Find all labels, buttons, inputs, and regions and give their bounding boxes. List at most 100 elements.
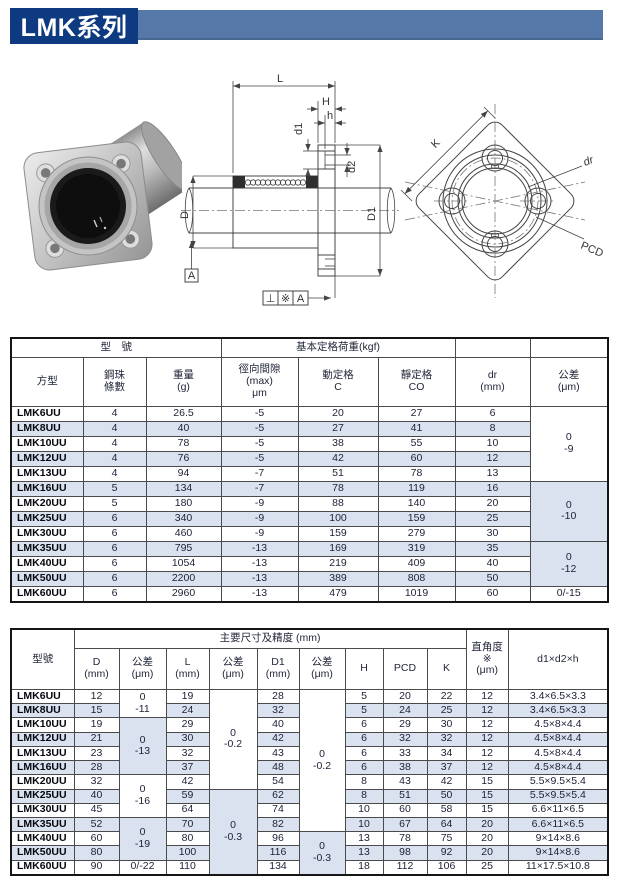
value-cell: 30 bbox=[426, 717, 467, 733]
value-cell: 279 bbox=[377, 525, 456, 542]
value-cell: 38 bbox=[382, 760, 428, 776]
value-cell: 33 bbox=[382, 745, 428, 762]
model-cell: LMK30UU bbox=[10, 802, 75, 818]
value-cell: 29 bbox=[382, 717, 428, 733]
value-cell: 10 bbox=[454, 435, 531, 452]
header-cell: 直角度 ※ (μm) bbox=[465, 628, 509, 690]
value-cell: 6 bbox=[82, 540, 147, 557]
value-cell: 94 bbox=[145, 465, 222, 482]
bearing-bore bbox=[38, 156, 138, 256]
shaft bbox=[184, 187, 396, 234]
value-cell: 12 bbox=[73, 688, 120, 705]
value-cell: 20 bbox=[465, 816, 509, 833]
header-cell: 公差 (μm) bbox=[208, 648, 258, 690]
value-cell: 75 bbox=[426, 831, 467, 847]
value-cell: 45 bbox=[73, 802, 120, 818]
dim-label-h: h bbox=[327, 110, 333, 122]
model-cell: LMK25UU bbox=[10, 788, 75, 804]
value-cell: 2960 bbox=[145, 585, 222, 603]
value-cell: 6 bbox=[82, 555, 147, 572]
tolerance-cell: 0/-22 bbox=[118, 859, 167, 876]
value-cell: 180 bbox=[145, 495, 222, 512]
value-cell: 389 bbox=[297, 570, 379, 587]
model-cell: LMK60UU bbox=[10, 585, 84, 603]
value-cell: 4.5×8×4.4 bbox=[507, 760, 609, 776]
dim-label-dr: dr bbox=[582, 154, 597, 169]
leader-PCD: PCD bbox=[535, 216, 605, 260]
value-cell: -7 bbox=[220, 465, 299, 482]
tolerance-cell: 0 -10 bbox=[529, 480, 609, 542]
tolerance-cell: 0 -11 bbox=[118, 688, 167, 719]
value-cell: 12 bbox=[465, 717, 509, 733]
value-cell: 21 bbox=[73, 731, 120, 747]
value-cell: 23 bbox=[73, 745, 120, 762]
tolerance-cell: 0 -19 bbox=[118, 816, 167, 861]
value-cell: 24 bbox=[382, 703, 428, 719]
value-cell: 4.5×8×4.4 bbox=[507, 745, 609, 762]
value-cell: 32 bbox=[382, 731, 428, 747]
value-cell: 9×14×8.6 bbox=[507, 831, 609, 847]
value-cell: 88 bbox=[297, 495, 379, 512]
header-cell: d1×d2×h bbox=[507, 628, 609, 690]
value-cell: 25 bbox=[426, 703, 467, 719]
ball-row bbox=[244, 179, 307, 186]
dim-K: K bbox=[400, 106, 496, 202]
value-cell: 20 bbox=[382, 688, 428, 705]
value-cell: 22 bbox=[426, 688, 467, 705]
value-cell: -9 bbox=[220, 525, 299, 542]
tolerance-cell: 0 -0.3 bbox=[298, 831, 346, 876]
value-cell: 42 bbox=[165, 774, 210, 790]
value-cell: 25 bbox=[465, 859, 509, 876]
model-cell: LMK16UU bbox=[10, 760, 75, 776]
value-cell: 24 bbox=[165, 703, 210, 719]
header-cell: 靜定格 CO bbox=[377, 357, 456, 407]
value-cell: 67 bbox=[382, 816, 428, 833]
value-cell: 96 bbox=[256, 831, 300, 847]
value-cell: 30 bbox=[454, 525, 531, 542]
model-cell: LMK12UU bbox=[10, 731, 75, 747]
value-cell: 80 bbox=[73, 845, 120, 861]
value-cell: 42 bbox=[426, 774, 467, 790]
value-cell: 35 bbox=[454, 540, 531, 557]
value-cell: -13 bbox=[220, 555, 299, 572]
dim-h: h bbox=[314, 110, 346, 149]
value-cell: 4 bbox=[82, 450, 147, 467]
value-cell: 795 bbox=[145, 540, 222, 557]
dim-d1: d1 bbox=[293, 123, 318, 181]
value-cell: 340 bbox=[145, 510, 222, 527]
value-cell: 6 bbox=[82, 525, 147, 542]
value-cell: 9×14×8.6 bbox=[507, 845, 609, 861]
value-cell: 37 bbox=[426, 760, 467, 776]
value-cell: 134 bbox=[256, 859, 300, 876]
value-cell: 64 bbox=[165, 802, 210, 818]
value-cell: 15 bbox=[465, 802, 509, 818]
value-cell: 28 bbox=[73, 760, 120, 776]
value-cell: 60 bbox=[377, 450, 456, 467]
header-cell: 徑向間隙 (max) μm bbox=[220, 357, 299, 407]
tolerance-cell: 0 -0.2 bbox=[298, 688, 346, 833]
frame-star-symbol: ※ bbox=[281, 293, 290, 305]
model-cell: LMK50UU bbox=[10, 845, 75, 861]
value-cell: 38 bbox=[297, 435, 379, 452]
model-cell: LMK8UU bbox=[10, 420, 84, 437]
model-cell: LMK40UU bbox=[10, 831, 75, 847]
header-cell bbox=[454, 337, 531, 358]
value-cell: 5 bbox=[344, 703, 384, 719]
bolt-holes bbox=[438, 144, 552, 258]
value-cell: 42 bbox=[256, 731, 300, 747]
value-cell: 6 bbox=[82, 570, 147, 587]
model-cell: LMK10UU bbox=[10, 717, 75, 733]
title-accent-bar bbox=[138, 10, 603, 40]
value-cell: 4.5×8×4.4 bbox=[507, 731, 609, 747]
value-cell: 70 bbox=[165, 816, 210, 833]
value-cell: 16 bbox=[454, 480, 531, 497]
header-cell: 型號 bbox=[10, 628, 75, 690]
header-cell: K bbox=[426, 648, 467, 690]
value-cell: 11×17.5×10.8 bbox=[507, 859, 609, 876]
